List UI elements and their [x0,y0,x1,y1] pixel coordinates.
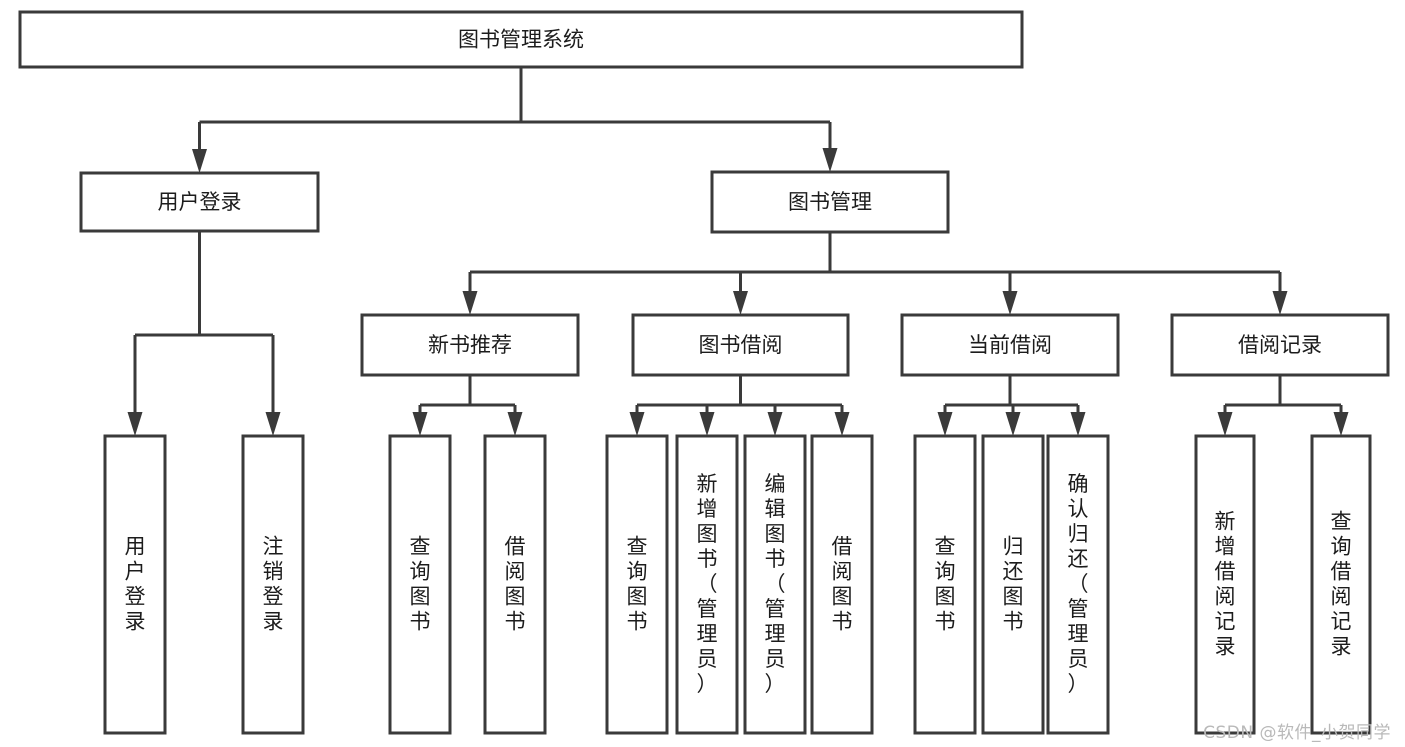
node-leaf-borrow-book-2[interactable]: 借阅图书 [810,434,874,735]
node-box [1194,434,1256,735]
node-label: 用户登录 [125,535,146,634]
node-n-current-borrow[interactable]: 当前借阅 [900,313,1120,377]
node-leaf-user-login[interactable]: 用户登录 [103,434,167,735]
node-label: 注销登录 [263,535,284,634]
node-box [388,434,452,735]
node-box [810,434,874,735]
node-box [360,313,580,377]
node-leaf-query-book-3[interactable]: 查询图书 [913,434,977,735]
node-box [483,434,547,735]
node-leaf-borrow-book-1[interactable]: 借阅图书 [483,434,547,735]
node-n-user-login[interactable]: 用户登录 [79,171,320,233]
node-root[interactable]: 图书管理系统 [18,10,1024,69]
node-leaf-confirm-return[interactable]: 确认归还（管理员） [1046,434,1110,735]
node-label: 新书推荐 [428,333,512,357]
node-leaf-add-record[interactable]: 新增借阅记录 [1194,434,1256,735]
node-box [913,434,977,735]
node-box [675,434,739,735]
node-label: 查询图书 [410,535,431,634]
node-label: 查询借阅记录 [1331,510,1352,659]
node-box [241,434,305,735]
connector-layer [127,67,1349,436]
node-label: 查询图书 [935,535,956,634]
node-leaf-logout[interactable]: 注销登录 [241,434,305,735]
node-layer: 图书管理系统用户登录图书管理新书推荐图书借阅当前借阅借阅记录用户登录注销登录查询… [18,10,1390,735]
node-label: 新增借阅记录 [1215,510,1236,659]
node-box [605,434,669,735]
node-leaf-query-record[interactable]: 查询借阅记录 [1310,434,1372,735]
node-label: 查询图书 [627,535,648,634]
node-box [1046,434,1110,735]
node-box [710,170,950,234]
node-n-book-borrow[interactable]: 图书借阅 [631,313,850,377]
node-label: 新增图书（管理员） [697,472,718,696]
node-box [1310,434,1372,735]
node-leaf-edit-book[interactable]: 编辑图书（管理员） [743,434,807,735]
node-box [79,171,320,233]
node-label: 图书管理系统 [458,28,584,52]
node-leaf-query-book-1[interactable]: 查询图书 [388,434,452,735]
node-box [981,434,1045,735]
node-label: 图书管理 [788,190,872,214]
node-box [1170,313,1390,377]
node-label: 借阅图书 [505,535,526,634]
node-leaf-return-book[interactable]: 归还图书 [981,434,1045,735]
node-label: 编辑图书（管理员） [765,472,786,696]
node-leaf-add-book[interactable]: 新增图书（管理员） [675,434,739,735]
node-n-new-book-rec[interactable]: 新书推荐 [360,313,580,377]
node-box [18,10,1024,69]
node-n-borrow-record[interactable]: 借阅记录 [1170,313,1390,377]
node-box [743,434,807,735]
node-label: 当前借阅 [968,333,1052,357]
node-label: 借阅记录 [1238,333,1322,357]
node-leaf-query-book-2[interactable]: 查询图书 [605,434,669,735]
node-label: 确认归还（管理员） [1068,472,1089,696]
node-box [103,434,167,735]
node-label: 归还图书 [1003,535,1024,634]
node-label: 图书借阅 [699,333,783,357]
node-n-book-mgmt[interactable]: 图书管理 [710,170,950,234]
node-label: 用户登录 [158,190,242,214]
node-label: 借阅图书 [832,535,853,634]
node-box [631,313,850,377]
node-box [900,313,1120,377]
